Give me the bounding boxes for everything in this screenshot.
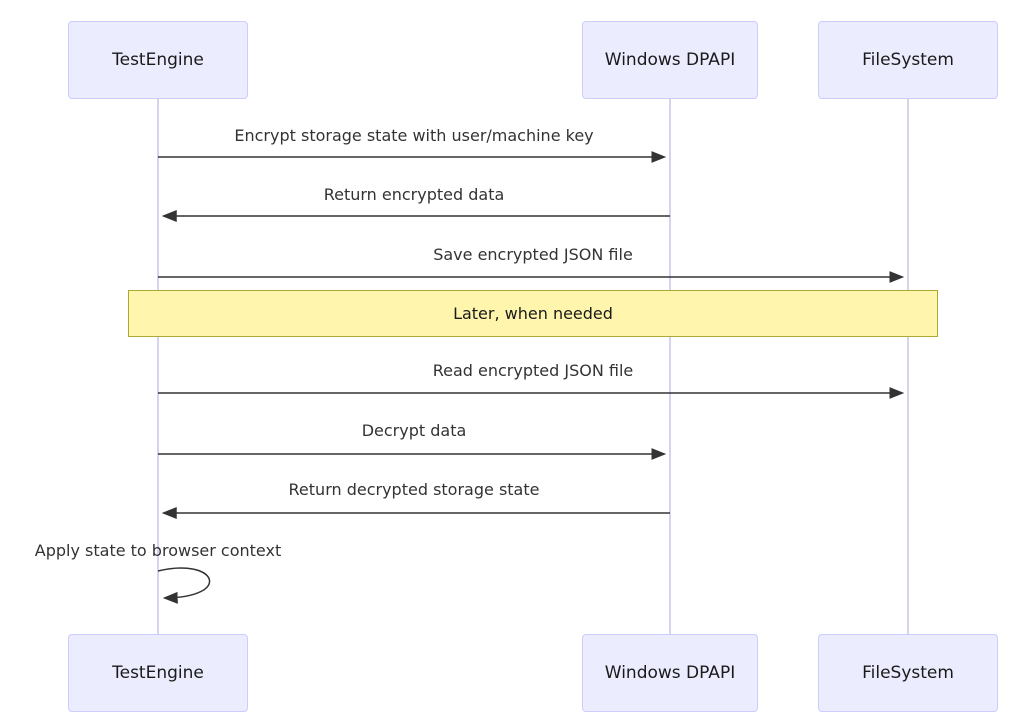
actor-bottom-testengine: TestEngine bbox=[68, 634, 248, 712]
message-label-read-json: Read encrypted JSON file bbox=[432, 361, 634, 380]
actor-bottom-dpapi: Windows DPAPI bbox=[582, 634, 758, 712]
self-loop-arrow-apply-state bbox=[157, 567, 211, 604]
message-label-return-dec: Return decrypted storage state bbox=[288, 480, 540, 499]
note-later-when-needed: Later, when needed bbox=[128, 290, 938, 337]
actor-label: TestEngine bbox=[112, 50, 204, 70]
message-label-encrypt: Encrypt storage state with user/machine … bbox=[234, 126, 594, 145]
actor-top-testengine: TestEngine bbox=[68, 21, 248, 99]
message-label-apply-state: Apply state to browser context bbox=[34, 541, 282, 560]
note-label: Later, when needed bbox=[453, 304, 613, 323]
actor-top-filesystem: FileSystem bbox=[818, 21, 998, 99]
message-label-return-enc: Return encrypted data bbox=[323, 185, 505, 204]
actor-label: Windows DPAPI bbox=[604, 663, 736, 683]
actor-label: Windows DPAPI bbox=[604, 50, 736, 70]
actor-label: FileSystem bbox=[862, 663, 954, 683]
actor-top-dpapi: Windows DPAPI bbox=[582, 21, 758, 99]
message-label-decrypt: Decrypt data bbox=[361, 421, 467, 440]
actor-bottom-filesystem: FileSystem bbox=[818, 634, 998, 712]
message-label-save-json: Save encrypted JSON file bbox=[433, 245, 633, 264]
actor-label: FileSystem bbox=[862, 50, 954, 70]
actor-label: TestEngine bbox=[112, 663, 204, 683]
